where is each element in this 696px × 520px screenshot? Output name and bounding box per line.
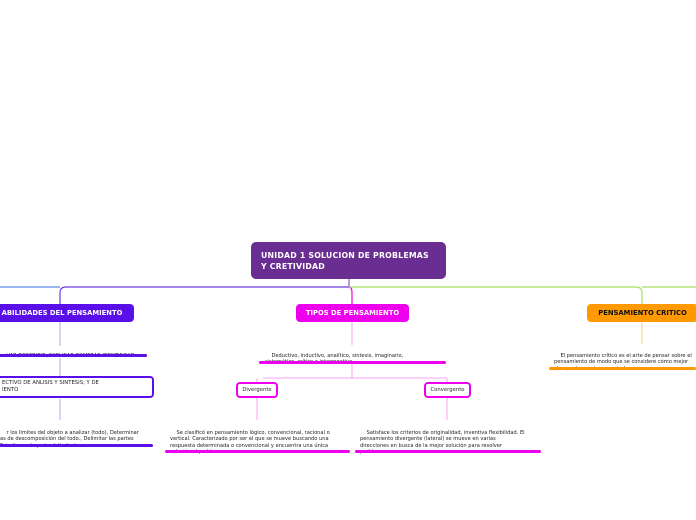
hab-note-1-underline xyxy=(0,354,147,357)
divergente-note[interactable]: Se clasificó en pensamiento lógico, conv… xyxy=(170,423,350,463)
subtopic-convergente[interactable]: Convergente xyxy=(424,382,471,398)
topic-tipos[interactable]: TIPOS DE PENSAMIENTO xyxy=(296,304,409,322)
hab-note-2-underline xyxy=(0,444,153,447)
connector-critico xyxy=(349,286,643,304)
convergente-label: Convergente xyxy=(430,386,465,393)
topic-habilidades-label: ABILIDADES DEL PENSAMIENTO xyxy=(1,309,123,317)
hab-box[interactable]: ECTIVO DE ANLISIS Y SINTESIS; Y DE IENTO xyxy=(0,376,154,398)
topic-critico-label: PENSAMIENTO CRITICO xyxy=(598,309,687,317)
connector-tipos xyxy=(348,286,353,304)
connector-tipos-split xyxy=(256,364,448,383)
root-topic[interactable]: UNIDAD 1 SOLUCION DE PROBLEMAS Y CRETIVI… xyxy=(251,242,446,279)
hab-note-2[interactable]: r los limites del objeto a analizar (tod… xyxy=(0,423,156,456)
tipos-note-underline xyxy=(259,361,446,364)
topic-critico[interactable]: PENSAMIENTO CRITICO xyxy=(587,304,696,322)
tipos-note[interactable]: Deductivo, inductivo, analítico, sintesi… xyxy=(265,346,445,372)
divergente-label: Divergente xyxy=(242,386,272,393)
critico-note-underline xyxy=(549,367,696,370)
subtopic-divergente[interactable]: Divergente xyxy=(236,382,278,398)
divergente-note-underline xyxy=(165,450,350,453)
hab-box-text: ECTIVO DE ANLISIS Y SINTESIS; Y DE IENTO xyxy=(2,380,99,393)
critico-note[interactable]: El pensamiento crítico es el arte de pen… xyxy=(554,346,696,379)
convergente-note[interactable]: Satisface los criterios de originalidad,… xyxy=(360,423,540,463)
connector-habilidades xyxy=(59,286,349,304)
topic-tipos-label: TIPOS DE PENSAMIENTO xyxy=(305,309,400,317)
convergente-note-underline xyxy=(355,450,541,453)
root-title: UNIDAD 1 SOLUCION DE PROBLEMAS Y CRETIVI… xyxy=(261,251,429,271)
topic-habilidades[interactable]: ABILIDADES DEL PENSAMIENTO xyxy=(0,304,134,322)
